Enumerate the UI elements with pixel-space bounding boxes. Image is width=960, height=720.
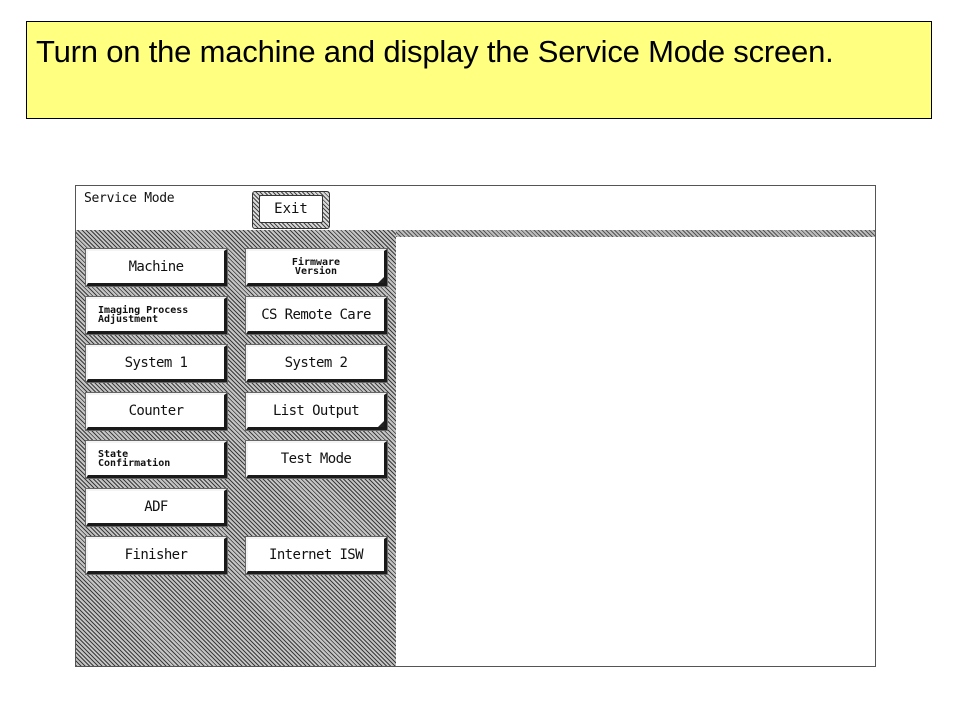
button-label-line: Confirmation xyxy=(98,458,171,469)
counter-button[interactable]: Counter xyxy=(85,392,228,431)
content-area xyxy=(396,237,875,666)
exit-button[interactable]: Exit xyxy=(252,191,330,229)
internet-isw-button[interactable]: Internet ISW xyxy=(245,536,388,575)
system-1-button[interactable]: System 1 xyxy=(85,344,228,383)
finisher-button[interactable]: Finisher xyxy=(85,536,228,575)
system-2-button[interactable]: System 2 xyxy=(245,344,388,383)
page-title: Service Mode xyxy=(84,191,175,206)
exit-button-label: Exit xyxy=(259,195,323,223)
menu-area: Machine Imaging Process Adjustment Syste… xyxy=(76,230,396,666)
instruction-banner: Turn on the machine and display the Serv… xyxy=(26,21,932,119)
submenu-corner-icon xyxy=(378,421,384,427)
test-mode-button[interactable]: Test Mode xyxy=(245,440,388,479)
state-confirmation-button[interactable]: State Confirmation xyxy=(85,440,228,479)
header-divider xyxy=(396,230,875,237)
instruction-text: Turn on the machine and display the Serv… xyxy=(36,34,834,69)
button-label-line: Imaging Process xyxy=(98,305,189,316)
adf-button[interactable]: ADF xyxy=(85,488,228,527)
button-label-line: State xyxy=(98,449,129,460)
button-label: List Output xyxy=(272,403,360,419)
cs-remote-care-button[interactable]: CS Remote Care xyxy=(245,296,388,335)
button-label-line: Firmware xyxy=(291,257,341,268)
imaging-process-adjustment-button[interactable]: Imaging Process Adjustment xyxy=(85,296,228,335)
machine-button[interactable]: Machine xyxy=(85,248,228,287)
list-output-button[interactable]: List Output xyxy=(245,392,388,431)
panel-header: Service Mode Exit xyxy=(76,186,875,230)
firmware-version-button[interactable]: Firmware Version xyxy=(245,248,388,287)
service-mode-panel: Service Mode Exit Machine Imaging Proces… xyxy=(75,185,876,667)
button-label-line: Adjustment xyxy=(98,314,159,325)
button-label-line: Version xyxy=(294,266,338,277)
submenu-corner-icon xyxy=(378,277,384,283)
